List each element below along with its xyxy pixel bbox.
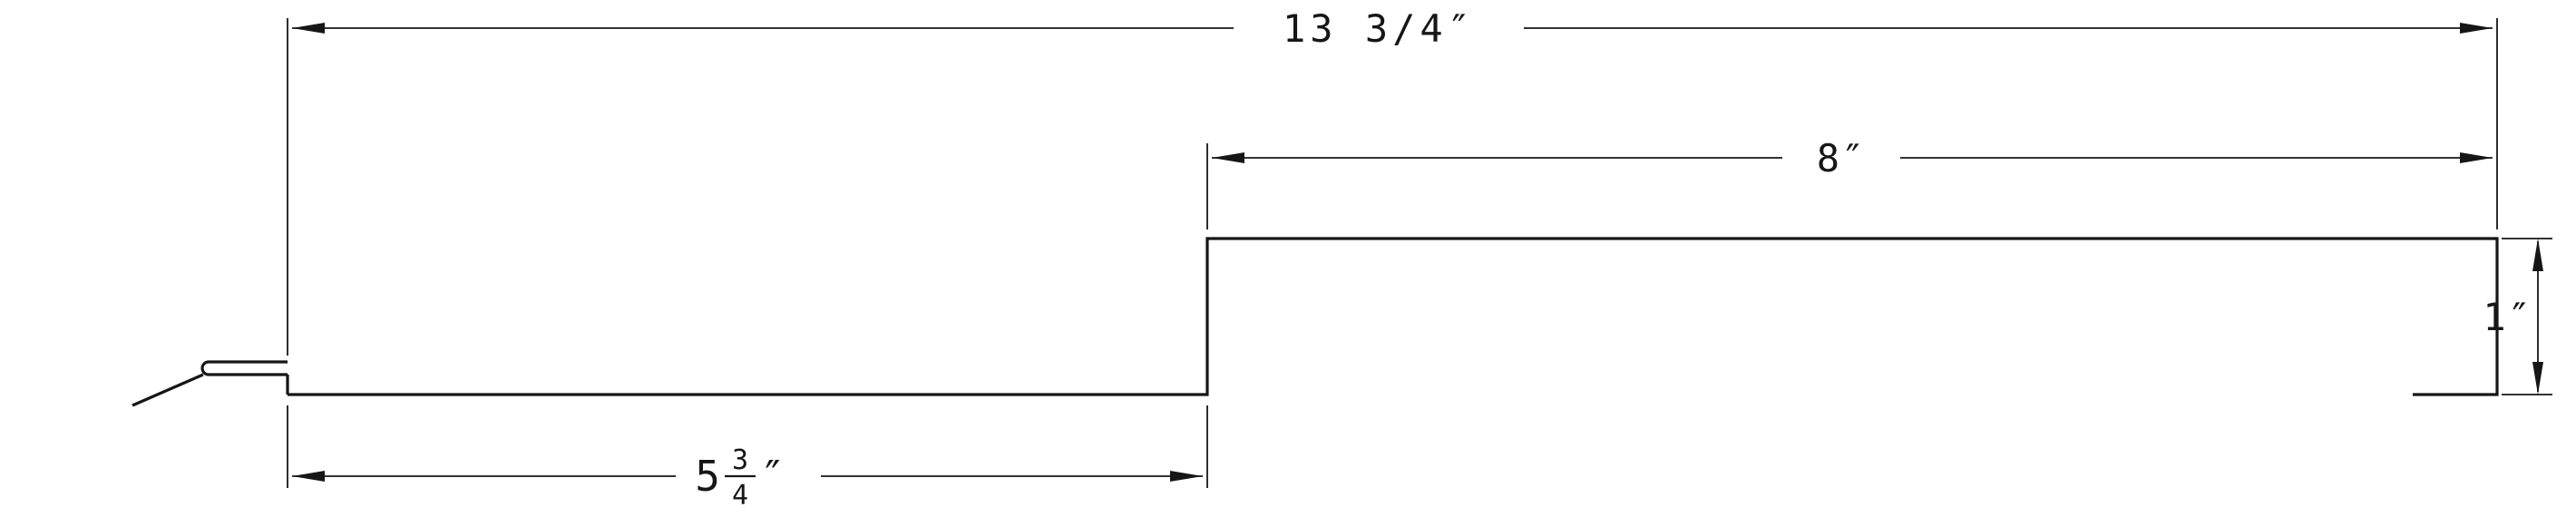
dimension-bottom-flat-numerator: 3 xyxy=(732,444,748,476)
dimension-top-flat: 8″ xyxy=(1206,136,2493,229)
dimension-right-height: 1″ xyxy=(2483,238,2552,395)
dimension-overall-width: 13 3/4″ xyxy=(287,6,2498,356)
arrowhead-left-icon xyxy=(292,471,325,482)
arrowhead-down-icon xyxy=(2532,362,2543,395)
dimension-bottom-flat: 5 3 4 ″ xyxy=(287,405,1208,512)
arrowhead-up-icon xyxy=(2532,239,2543,271)
dimension-right-height-label: 1″ xyxy=(2483,295,2532,339)
panel-profile-outline xyxy=(288,237,2499,396)
arrowhead-left-icon xyxy=(292,23,325,34)
dimension-bottom-flat-unit: ″ xyxy=(760,452,785,501)
panel-hem-lock xyxy=(200,360,288,376)
dimension-bottom-flat-label: 5 3 4 ″ xyxy=(695,444,785,512)
dimension-top-flat-label: 8″ xyxy=(1817,136,1867,180)
arrowhead-left-icon xyxy=(1212,152,1244,163)
panel-left-kick-line xyxy=(132,373,204,407)
arrowhead-right-icon xyxy=(2460,152,2493,163)
panel-profile xyxy=(132,237,2499,407)
dimension-bottom-flat-denominator: 4 xyxy=(732,480,748,512)
arrowhead-right-icon xyxy=(2460,23,2493,34)
dimension-bottom-flat-whole: 5 xyxy=(695,452,720,501)
dimension-overall-width-label: 13 3/4″ xyxy=(1283,6,1475,51)
arrowhead-right-icon xyxy=(1170,471,1203,482)
